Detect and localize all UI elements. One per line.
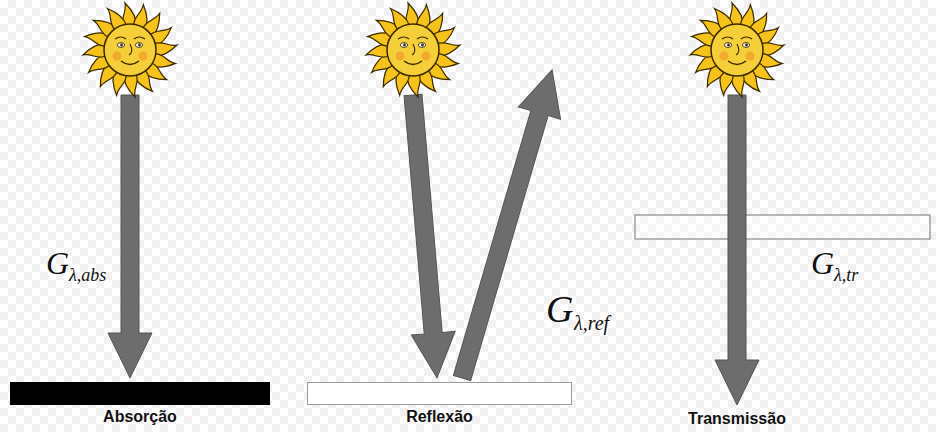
reflector-bar <box>307 382 572 405</box>
surface-caption: Reflexão <box>307 408 572 426</box>
irradiation-symbol: G <box>46 247 69 279</box>
reflected-ray-arrow <box>441 64 573 384</box>
irradiation-subscript: λ,tr <box>834 266 858 284</box>
irradiation-subscript: λ,ref <box>574 313 609 333</box>
sun-icon <box>690 3 784 97</box>
surface-caption: Transmissão <box>688 411 786 427</box>
sun-icon <box>83 3 177 97</box>
transmitted-ray-arrow <box>715 95 759 405</box>
irradiation-symbol: G <box>546 290 573 328</box>
surface-node: Absorção <box>10 382 270 426</box>
surface-node: Reflexão <box>307 382 572 426</box>
absorber-bar <box>10 382 270 405</box>
irradiation-subscript: λ,abs <box>69 266 106 284</box>
surface-caption: Absorção <box>10 408 270 426</box>
transmitting-plate <box>635 215 930 239</box>
incident-ray-arrow <box>391 93 459 380</box>
sun-icon <box>366 3 460 97</box>
irradiation-symbol: G <box>811 247 834 279</box>
absorbed-ray-arrow <box>108 95 152 378</box>
